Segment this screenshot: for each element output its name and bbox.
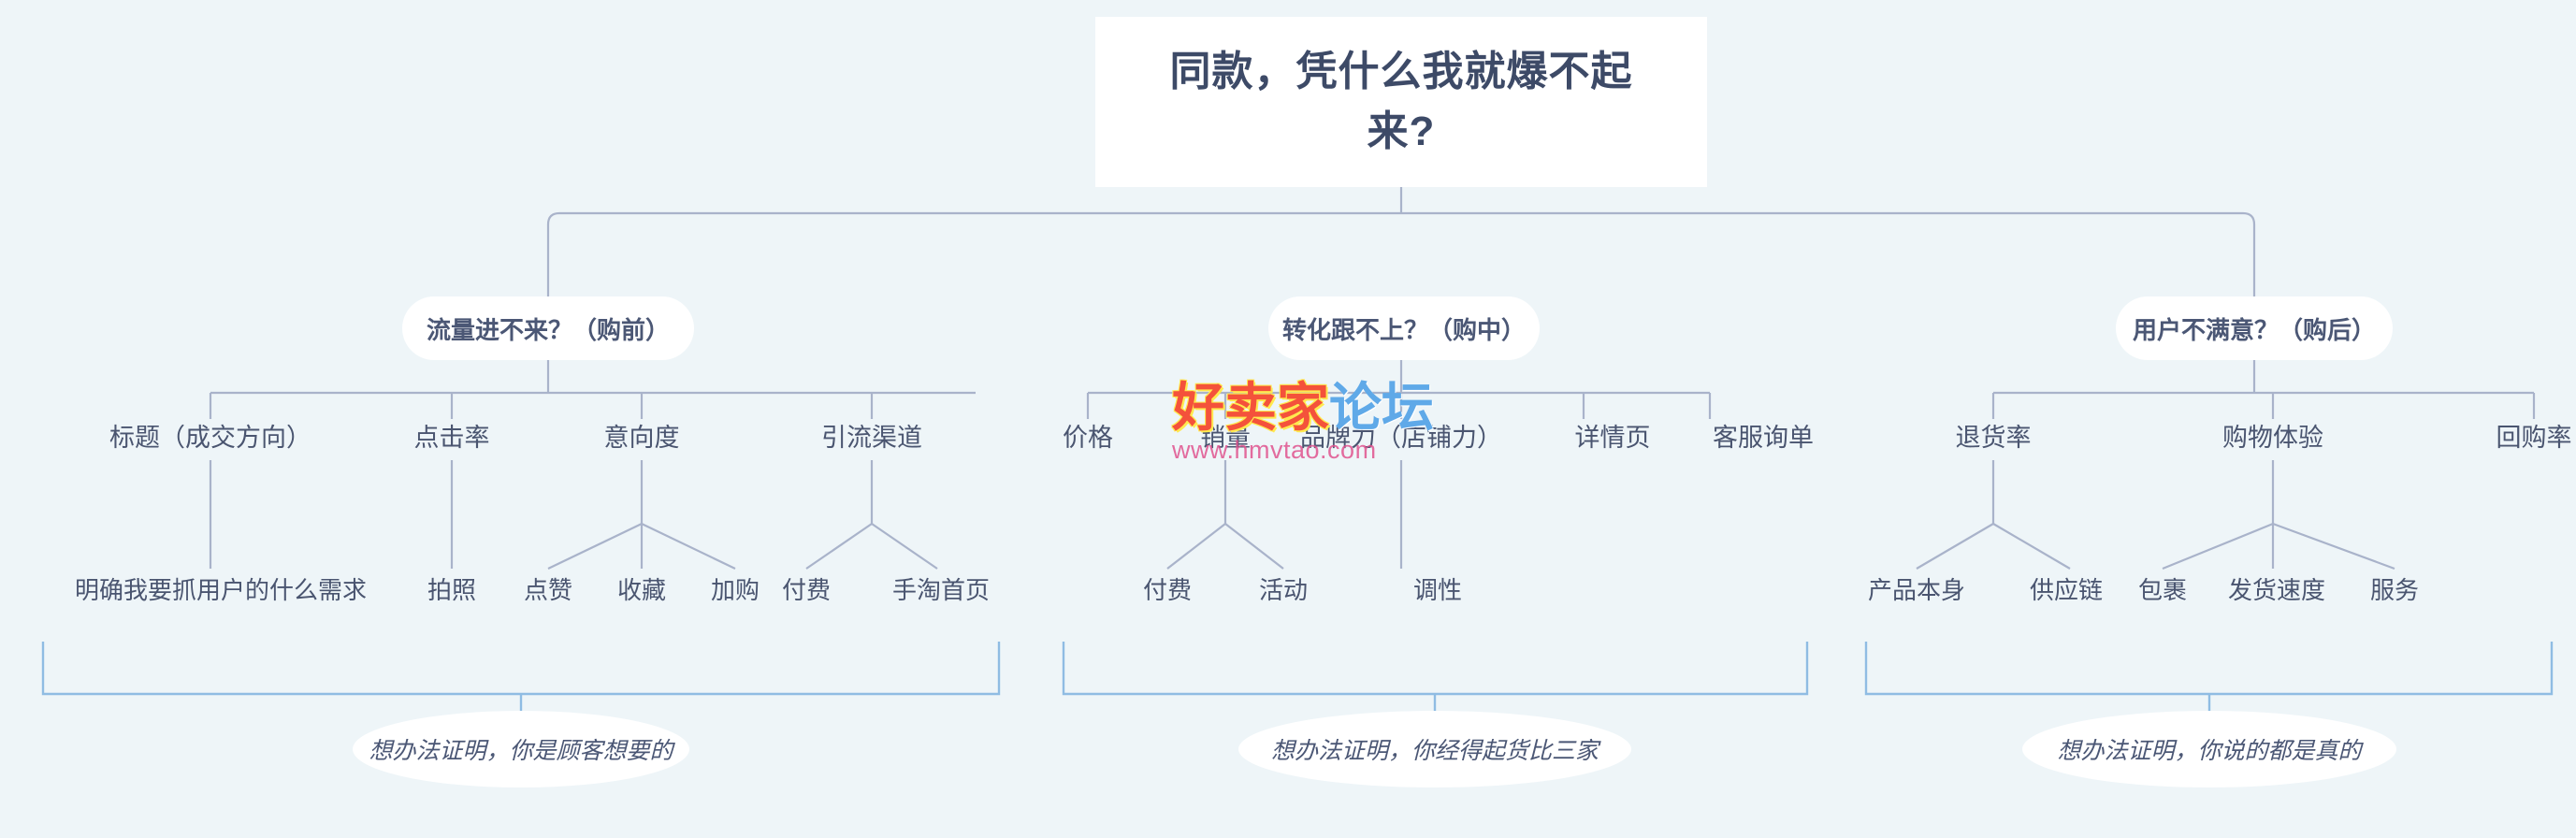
leaf-label: 拍照 — [427, 576, 477, 604]
leaf-node-add-cart[interactable]: 加购 — [711, 578, 760, 602]
topic-label: 购物体验 — [2222, 424, 2323, 452]
leaf-node-favorite[interactable]: 收藏 — [617, 578, 666, 602]
topic-label: 价格 — [1063, 424, 1113, 452]
topic-label: 销量 — [1200, 424, 1251, 452]
leaf-label: 点赞 — [523, 576, 573, 604]
topic-node-sales-volume[interactable]: 销量 — [1200, 426, 1251, 451]
topic-label: 标题（成交方向） — [109, 424, 311, 452]
topic-label: 品牌力（店铺力） — [1300, 424, 1502, 452]
leaf-node-taobao-home[interactable]: 手淘首页 — [892, 578, 990, 602]
topic-node-ctr[interactable]: 点击率 — [414, 426, 490, 451]
topic-node-detail-page[interactable]: 详情页 — [1575, 426, 1651, 451]
topic-label: 回购率 — [2496, 424, 2572, 452]
topic-node-repurchase-rate[interactable]: 回购率 — [2496, 426, 2572, 451]
topic-label: 引流渠道 — [821, 424, 922, 452]
branch-node-post-purchase[interactable]: 用户不满意？（购后） — [2116, 296, 2393, 360]
topic-node-return-rate[interactable]: 退货率 — [1956, 426, 2032, 451]
leaf-label: 发货速度 — [2227, 576, 2326, 604]
branch-node-in-purchase[interactable]: 转化跟不上？（购中） — [1268, 296, 1540, 360]
leaf-node-campaign[interactable]: 活动 — [1259, 578, 1308, 602]
branch-label: 流量进不来？（购前） — [426, 315, 670, 344]
branch-label: 转化跟不上？（购中） — [1281, 315, 1526, 344]
root-title-line2: 来? — [1367, 108, 1436, 154]
leaf-label: 服务 — [2369, 576, 2420, 604]
summary-label: 想办法证明，你是顾客想要的 — [369, 738, 673, 764]
leaf-node-user-need[interactable]: 明确我要抓用户的什么需求 — [75, 578, 367, 602]
topic-label: 客服询单 — [1713, 424, 1814, 452]
summary-callout-pre-purchase[interactable]: 想办法证明，你是顾客想要的 — [353, 711, 689, 787]
topic-node-shopping-experience[interactable]: 购物体验 — [2222, 426, 2323, 451]
leaf-label: 付费 — [1142, 576, 1193, 604]
branch-node-pre-purchase[interactable]: 流量进不来？（购前） — [402, 296, 694, 360]
summary-callout-in-purchase[interactable]: 想办法证明，你经得起货比三家 — [1238, 711, 1631, 787]
topic-node-intent[interactable]: 意向度 — [604, 426, 680, 451]
leaf-node-shipping-speed[interactable]: 发货速度 — [2228, 578, 2325, 602]
leaf-label: 产品本身 — [1867, 576, 1966, 604]
topic-label: 退货率 — [1955, 424, 2032, 452]
leaf-label: 活动 — [1258, 576, 1309, 604]
leaf-node-like[interactable]: 点赞 — [524, 578, 572, 602]
leaf-label: 收藏 — [616, 576, 667, 604]
leaf-label: 加购 — [710, 576, 760, 604]
summary-label: 想办法证明，你经得起货比三家 — [1270, 738, 1599, 764]
leaf-label: 包裹 — [2137, 576, 2188, 604]
leaf-label: 调性 — [1412, 576, 1463, 604]
leaf-node-paid-traffic[interactable]: 付费 — [782, 578, 831, 602]
summary-label: 想办法证明，你说的都是真的 — [2057, 738, 2362, 764]
leaf-label: 手淘首页 — [891, 576, 991, 604]
leaf-node-photo[interactable]: 拍照 — [427, 578, 476, 602]
topic-label: 意向度 — [603, 424, 680, 452]
topic-label: 点击率 — [413, 424, 490, 452]
root-title-card[interactable]: 同款，凭什么我就爆不起 来? — [1095, 17, 1707, 187]
topic-node-brand-power[interactable]: 品牌力（店铺力） — [1300, 426, 1502, 451]
topic-label: 详情页 — [1574, 424, 1651, 452]
branch-label: 用户不满意？（购后） — [2132, 315, 2376, 344]
leaf-node-service[interactable]: 服务 — [2370, 578, 2419, 602]
leaf-node-tone[interactable]: 调性 — [1413, 578, 1462, 602]
leaf-label: 明确我要抓用户的什么需求 — [74, 576, 368, 604]
leaf-node-supply-chain[interactable]: 供应链 — [2030, 578, 2103, 602]
topic-node-title-direction[interactable]: 标题（成交方向） — [109, 426, 311, 451]
topic-node-customer-service[interactable]: 客服询单 — [1713, 426, 1814, 451]
root-title-line1: 同款，凭什么我就爆不起 — [1169, 49, 1633, 95]
leaf-node-product-itself[interactable]: 产品本身 — [1868, 578, 1965, 602]
topic-node-traffic-channel[interactable]: 引流渠道 — [821, 426, 922, 451]
summary-callout-post-purchase[interactable]: 想办法证明，你说的都是真的 — [2022, 711, 2396, 787]
topic-node-price[interactable]: 价格 — [1063, 426, 1113, 451]
leaf-node-paid[interactable]: 付费 — [1143, 578, 1192, 602]
leaf-label: 付费 — [781, 576, 832, 604]
leaf-label: 供应链 — [2029, 576, 2104, 604]
leaf-node-package[interactable]: 包裹 — [2138, 578, 2187, 602]
